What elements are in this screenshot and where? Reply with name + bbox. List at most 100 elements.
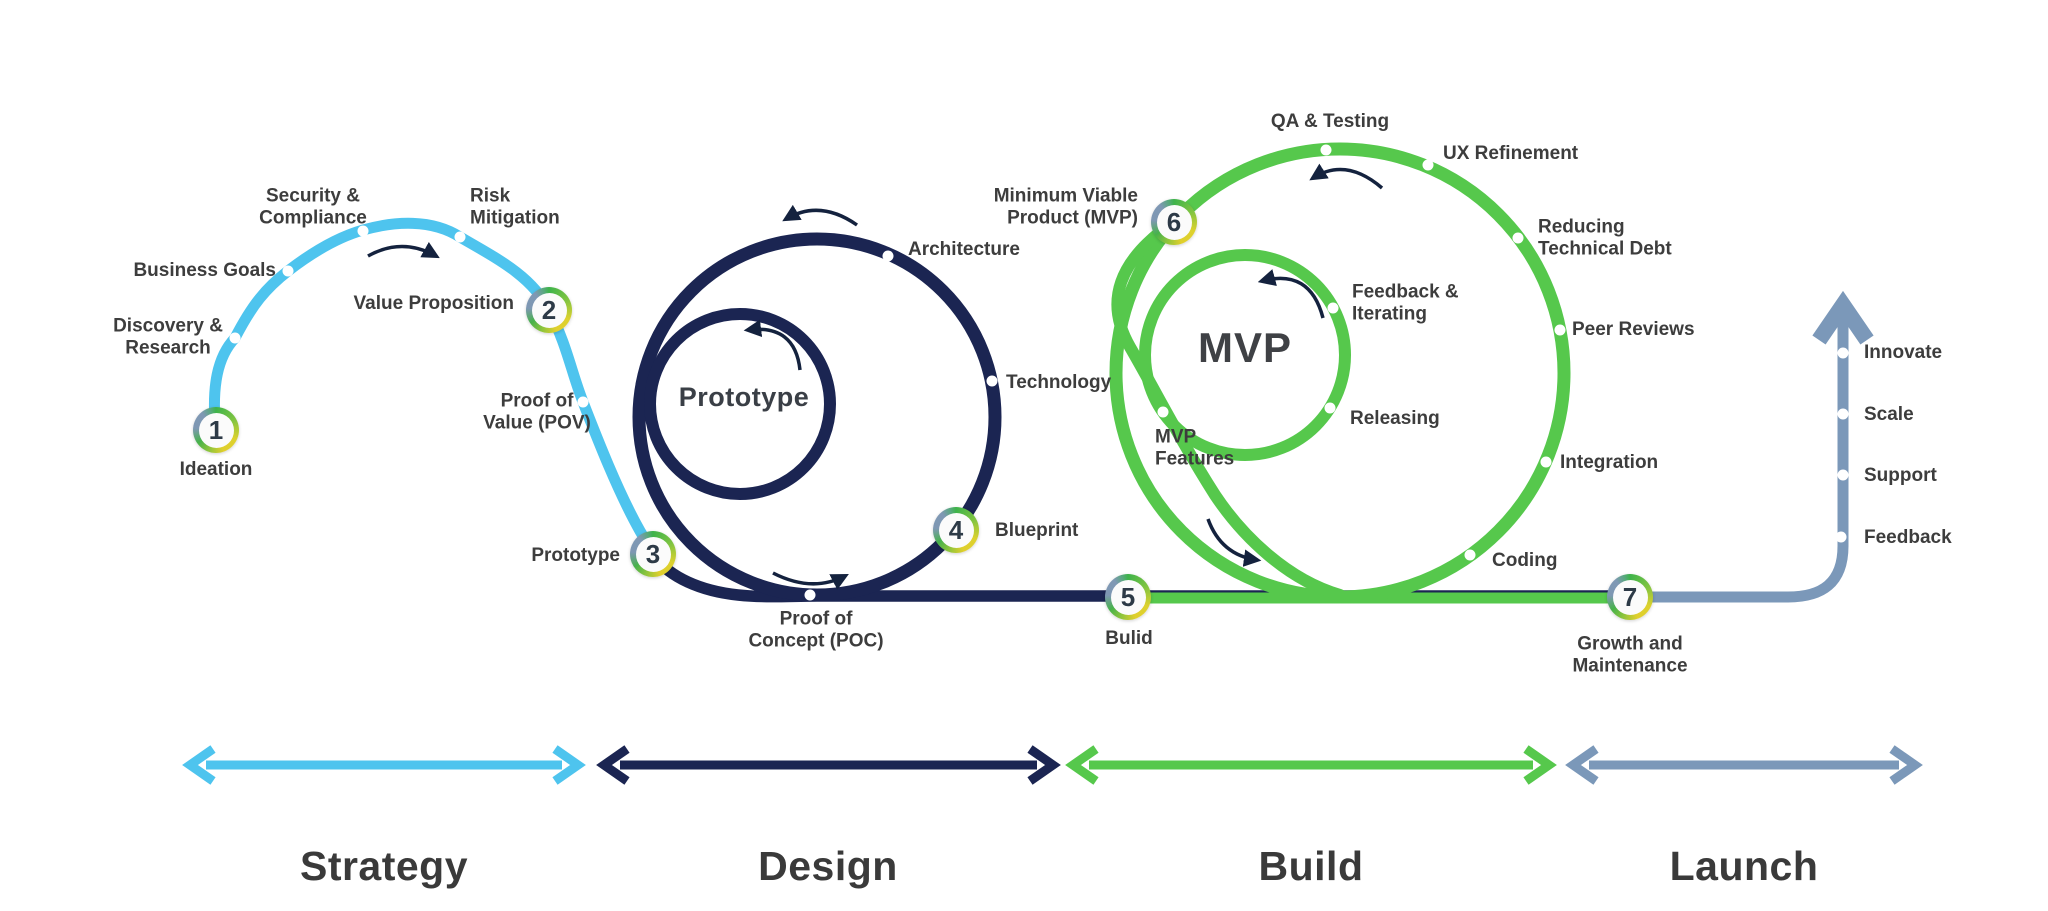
stop-label-feedback: Feedback — [1864, 526, 1952, 548]
design-bottom-direction-arrow-icon — [772, 571, 849, 590]
stop-label-mvp-features: MVP Features — [1155, 426, 1235, 470]
stop-dot — [1324, 402, 1336, 414]
station-4: 4 — [933, 507, 979, 553]
stop-label-discovery-research: Discovery & Research — [113, 315, 223, 359]
stop-label-scale: Scale — [1864, 403, 1914, 425]
stop-dot — [1835, 531, 1847, 543]
stop-label-business-goals: Business Goals — [133, 259, 276, 281]
stop-dot — [1422, 159, 1434, 171]
arrow-head-icon — [1565, 745, 1599, 785]
stop-dot — [1837, 347, 1849, 359]
design-phase-arrow — [596, 745, 1061, 785]
arrow-head-icon — [1523, 745, 1557, 785]
stop-label-proof-of-value: Proof of Value (POV) — [483, 390, 591, 434]
stop-label-reducing-technical-debt: Reducing Technical Debt — [1538, 216, 1672, 260]
stop-dot — [1837, 408, 1849, 420]
station-5-number: 5 — [1110, 579, 1146, 615]
station-1-number: 1 — [198, 412, 234, 448]
arrow-head-icon — [596, 745, 630, 785]
arrow-head-icon — [552, 745, 586, 785]
station-1-label: Ideation — [179, 458, 253, 480]
stop-dot — [1540, 456, 1552, 468]
build-phase-arrow — [1065, 745, 1557, 785]
arrow-head-icon — [182, 745, 216, 785]
launch-stop-dots — [1835, 347, 1849, 543]
stop-dot — [804, 589, 816, 601]
stop-dot — [1554, 324, 1566, 336]
station-3-number: 3 — [635, 536, 671, 572]
stop-dot — [1320, 144, 1332, 156]
stop-label-support: Support — [1864, 464, 1937, 486]
strategy-stop-dots — [229, 225, 589, 408]
stop-dot — [1512, 232, 1524, 244]
phase-arrows — [182, 745, 1923, 785]
stop-dot — [282, 265, 294, 277]
launch-line — [1624, 312, 1849, 603]
design-top-direction-arrow-icon — [782, 204, 859, 227]
stop-dot — [1464, 549, 1476, 561]
phase-label-build: Build — [1258, 842, 1364, 889]
station-6-number: 6 — [1156, 204, 1192, 240]
station-3: 3 — [630, 531, 676, 577]
stop-label-ux-refinement: UX Refinement — [1443, 142, 1579, 164]
station-7-label: Growth and Maintenance — [1572, 633, 1688, 677]
station-7-number: 7 — [1612, 579, 1648, 615]
stop-dot — [986, 375, 998, 387]
stop-dot — [1157, 406, 1169, 418]
station-5: 5 — [1105, 574, 1151, 620]
stop-label-innovate: Innovate — [1864, 341, 1943, 363]
stop-dot — [1837, 469, 1849, 481]
design-loop-title: Prototype — [678, 382, 810, 413]
station-4-label: Blueprint — [995, 519, 1079, 541]
design-inner-loop-circle — [644, 308, 836, 500]
stop-label-security-compliance: Security & Compliance — [259, 185, 367, 229]
strategy-phase-arrow — [182, 745, 586, 785]
station-7: 7 — [1607, 574, 1653, 620]
phase-label-strategy: Strategy — [299, 842, 469, 889]
stop-label-peer-reviews: Peer Reviews — [1572, 318, 1695, 340]
station-6-label: Minimum Viable Product (MVP) — [993, 185, 1138, 229]
design-inner-direction-arrow-icon — [743, 319, 802, 371]
stop-dot — [882, 250, 894, 262]
stop-label-integration: Integration — [1560, 451, 1659, 473]
arrow-head-icon — [1027, 745, 1061, 785]
stop-label-releasing: Releasing — [1350, 407, 1440, 429]
build-inner-direction-arrow-icon — [1257, 269, 1325, 319]
build-loop-title: MVP — [1197, 324, 1293, 372]
stop-label-proof-of-concept: Proof of Concept (POC) — [748, 608, 884, 652]
stop-label-risk-mitigation: Risk Mitigation — [470, 185, 560, 229]
stop-label-coding: Coding — [1492, 549, 1558, 571]
phase-label-design: Design — [758, 842, 898, 889]
stop-dot — [577, 396, 589, 408]
station-1: 1 — [193, 407, 239, 453]
station-5-label: Bulid — [1105, 627, 1153, 649]
build-cross-curve — [1111, 216, 1346, 601]
phase-label-launch: Launch — [1669, 842, 1819, 889]
launch-phase-arrow — [1565, 745, 1923, 785]
direction-arrows — [367, 163, 1384, 590]
build-inner-loop-circle — [1139, 249, 1351, 461]
design-loop-circle — [632, 232, 1002, 602]
station-2-label: Value Proposition — [353, 292, 514, 314]
station-6: 6 — [1151, 199, 1197, 245]
stop-label-architecture: Architecture — [908, 238, 1020, 260]
design-stop-dots — [804, 250, 998, 601]
build-top-direction-arrow-icon — [1309, 163, 1384, 190]
station-4-number: 4 — [938, 512, 974, 548]
stop-dot — [229, 332, 241, 344]
arrow-head-icon — [1889, 745, 1923, 785]
stop-dot — [1327, 302, 1339, 314]
station-2-number: 2 — [531, 292, 567, 328]
strategy-direction-arrow-icon — [367, 241, 440, 259]
stop-dot — [454, 231, 466, 243]
stop-label-feedback-iterating: Feedback & Iterating — [1352, 281, 1459, 325]
stop-dot — [357, 225, 369, 237]
build-bottom-direction-arrow-icon — [1206, 518, 1262, 567]
station-3-label: Prototype — [531, 544, 620, 566]
launch-arrow-icon — [1812, 290, 1874, 345]
arrow-head-icon — [1065, 745, 1099, 785]
station-2: 2 — [526, 287, 572, 333]
stop-label-technology: Technology — [1006, 371, 1112, 393]
